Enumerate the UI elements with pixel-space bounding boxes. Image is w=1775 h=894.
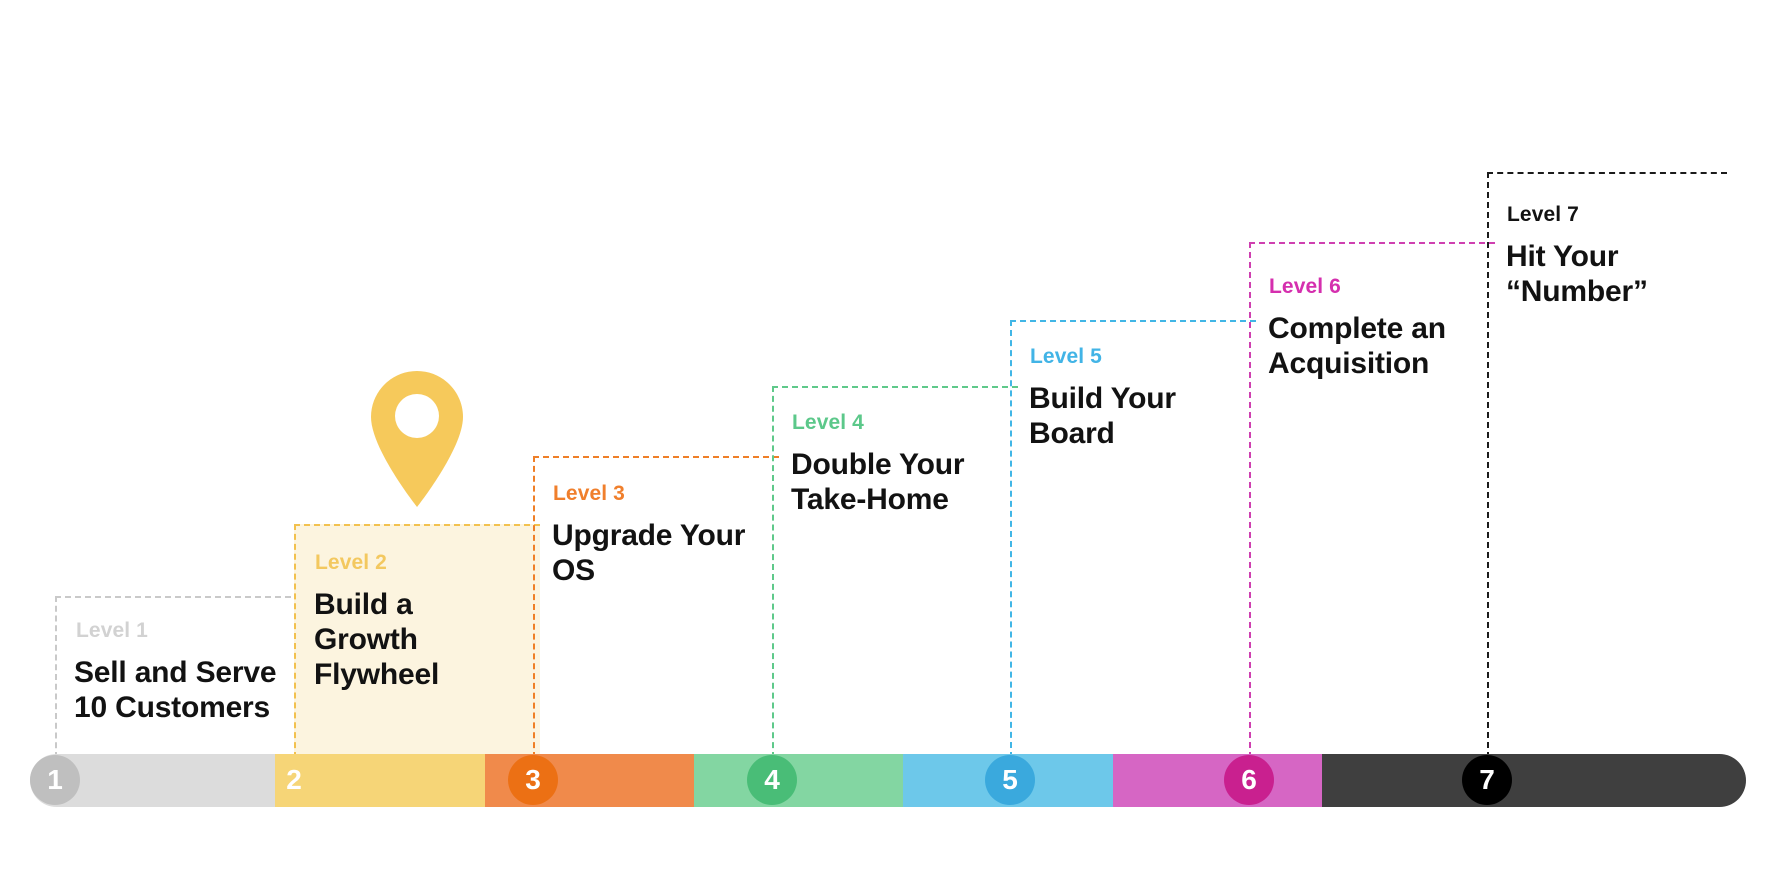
step-box-level-1 <box>55 596 301 758</box>
step-title-level-4: Double Your Take-Home <box>791 448 965 517</box>
step-box-level-4 <box>772 386 1018 758</box>
step-box-level-6 <box>1249 242 1495 758</box>
level-node-5[interactable]: 5 <box>985 755 1035 805</box>
step-box-level-7 <box>1487 172 1727 758</box>
step-label-level-3: Level 3 <box>553 482 625 505</box>
step-title-level-3: Upgrade Your OS <box>552 519 746 588</box>
step-title-level-1: Sell and Serve 10 Customers <box>74 656 277 725</box>
progress-segment-6 <box>1112 754 1323 807</box>
step-label-level-7: Level 7 <box>1507 203 1579 226</box>
step-label-level-4: Level 4 <box>792 411 864 434</box>
step-title-level-6: Complete an Acquisition <box>1268 312 1446 381</box>
level-node-1[interactable]: 1 <box>30 755 80 805</box>
step-title-level-5: Build Your Board <box>1029 382 1176 451</box>
level-node-7[interactable]: 7 <box>1462 755 1512 805</box>
level-node-4[interactable]: 4 <box>747 755 797 805</box>
step-label-level-6: Level 6 <box>1269 275 1341 298</box>
step-label-level-1: Level 1 <box>76 619 148 642</box>
step-title-level-2: Build a Growth Flywheel <box>314 588 440 692</box>
step-box-level-2 <box>294 524 540 758</box>
current-position-pin-icon <box>371 371 463 507</box>
step-title-level-7: Hit Your “Number” <box>1506 240 1648 309</box>
progress-segment-2 <box>275 754 485 807</box>
level-node-6[interactable]: 6 <box>1224 755 1274 805</box>
progress-segment-4 <box>694 754 904 807</box>
step-box-level-3 <box>533 456 779 758</box>
step-label-level-2: Level 2 <box>315 551 387 574</box>
progress-segment-7 <box>1322 754 1746 807</box>
level-node-2[interactable]: 2 <box>286 764 302 795</box>
step-box-level-5 <box>1010 320 1256 758</box>
step-label-level-5: Level 5 <box>1030 345 1102 368</box>
level-node-3[interactable]: 3 <box>508 755 558 805</box>
